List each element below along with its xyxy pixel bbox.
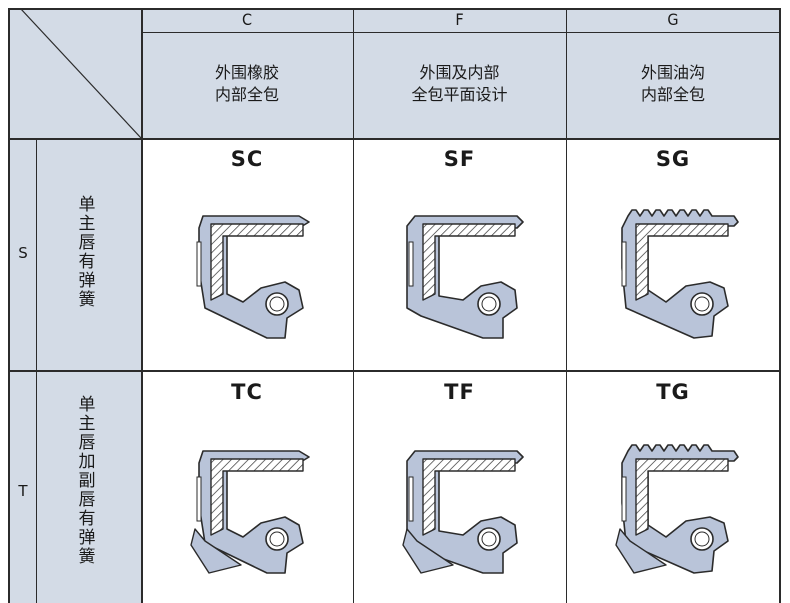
seal-drawing-tg xyxy=(615,444,739,574)
seal-drawing-tc xyxy=(190,450,310,574)
seal-code-sc: SC xyxy=(230,147,264,171)
seal-code-sg: SG xyxy=(655,147,691,171)
column-description-f: 外围及内部 全包平面设计 xyxy=(411,63,508,104)
seal-code-tg: TG xyxy=(656,380,690,404)
seal-drawing-tf xyxy=(402,450,524,574)
seal-drawing-sg xyxy=(621,209,739,339)
corner-diagonal xyxy=(19,8,141,138)
row-letter-t: T xyxy=(18,482,28,500)
column-description-c: 外围橡胶 内部全包 xyxy=(214,63,279,104)
row-description-t: 单主唇加副唇有弹簧 xyxy=(78,395,96,567)
corner-cell xyxy=(8,8,141,138)
seal-code-tf: TF xyxy=(444,380,475,404)
seal-code-tc: TC xyxy=(231,380,263,404)
seal-drawing-sc xyxy=(196,215,310,339)
seal-drawing-sf xyxy=(406,215,524,339)
seal-code-sf: SF xyxy=(443,147,476,171)
column-header-row xyxy=(141,8,780,138)
row-description-s: 单主唇有弹簧 xyxy=(78,195,96,310)
seal-type-table: C F G 外围橡胶 内部全包 外围及内部 全包平面设计 外围油沟 内部全包 S… xyxy=(8,8,781,603)
column-description-g: 外围油沟 内部全包 xyxy=(640,63,705,104)
column-letter-f: F xyxy=(455,10,464,29)
column-letter-g: G xyxy=(667,10,679,29)
row-letter-s: S xyxy=(18,244,28,262)
column-letter-c: C xyxy=(241,10,253,29)
